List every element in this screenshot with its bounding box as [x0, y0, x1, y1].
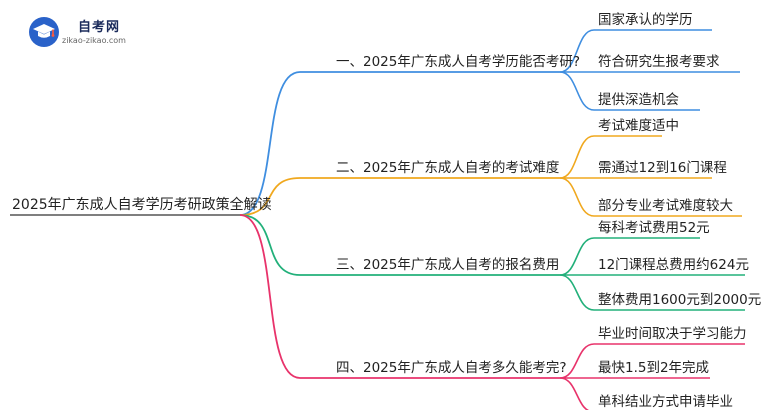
branch-node-1: 一、2025年广东成人自考学历能否考研?: [336, 54, 581, 70]
leaf-node-4-1: 毕业时间取决于学习能力: [598, 326, 747, 342]
leaf-connector-2-1: [559, 135, 595, 179]
logo-title: 自考网: [78, 20, 121, 35]
leaf-node-4-3: 单科结业方式申请毕业: [598, 394, 733, 410]
leaf-connector-1-1: [559, 29, 595, 73]
leaf-connector-3-1: [559, 237, 595, 276]
leaf-connector-1-3: [559, 71, 595, 111]
leaf-node-1-2: 符合研究生报考要求: [598, 54, 720, 70]
logo-subtitle: zikao-zikao.com: [62, 36, 126, 45]
branch-connector-3: [239, 214, 301, 276]
branch-connector-1: [239, 71, 301, 216]
branch-connector-4: [239, 214, 301, 379]
leaf-node-2-3: 部分专业考试难度较大: [598, 198, 733, 214]
leaf-node-3-1: 每科考试费用52元: [598, 220, 710, 236]
branch-node-3: 三、2025年广东成人自考的报名费用: [336, 257, 560, 273]
leaf-connector-4-1: [559, 343, 595, 379]
leaf-connector-3-3: [559, 274, 595, 311]
leaf-node-3-3: 整体费用1600元到2000元: [598, 292, 761, 308]
branch-node-2: 二、2025年广东成人自考的考试难度: [336, 160, 560, 176]
leaf-node-3-2: 12门课程总费用约624元: [598, 257, 749, 273]
leaf-node-2-2: 需通过12到16门课程: [598, 160, 727, 176]
branch-node-4: 四、2025年广东成人自考多久能考完?: [336, 360, 567, 376]
graduation-cap-icon: [29, 17, 59, 47]
leaf-node-4-2: 最快1.5到2年完成: [598, 360, 710, 376]
branch-connector-2: [239, 177, 301, 216]
site-logo[interactable]: 自考网 zikao-zikao.com: [28, 14, 148, 50]
leaf-node-2-1: 考试难度适中: [598, 118, 679, 134]
leaf-connector-4-3: [559, 377, 589, 410]
leaf-node-1-3: 提供深造机会: [598, 92, 679, 108]
root-node: 2025年广东成人自考学历考研政策全解读: [12, 197, 272, 213]
leaf-node-1-1: 国家承认的学历: [598, 12, 693, 28]
leaf-connector-2-3: [559, 177, 595, 217]
